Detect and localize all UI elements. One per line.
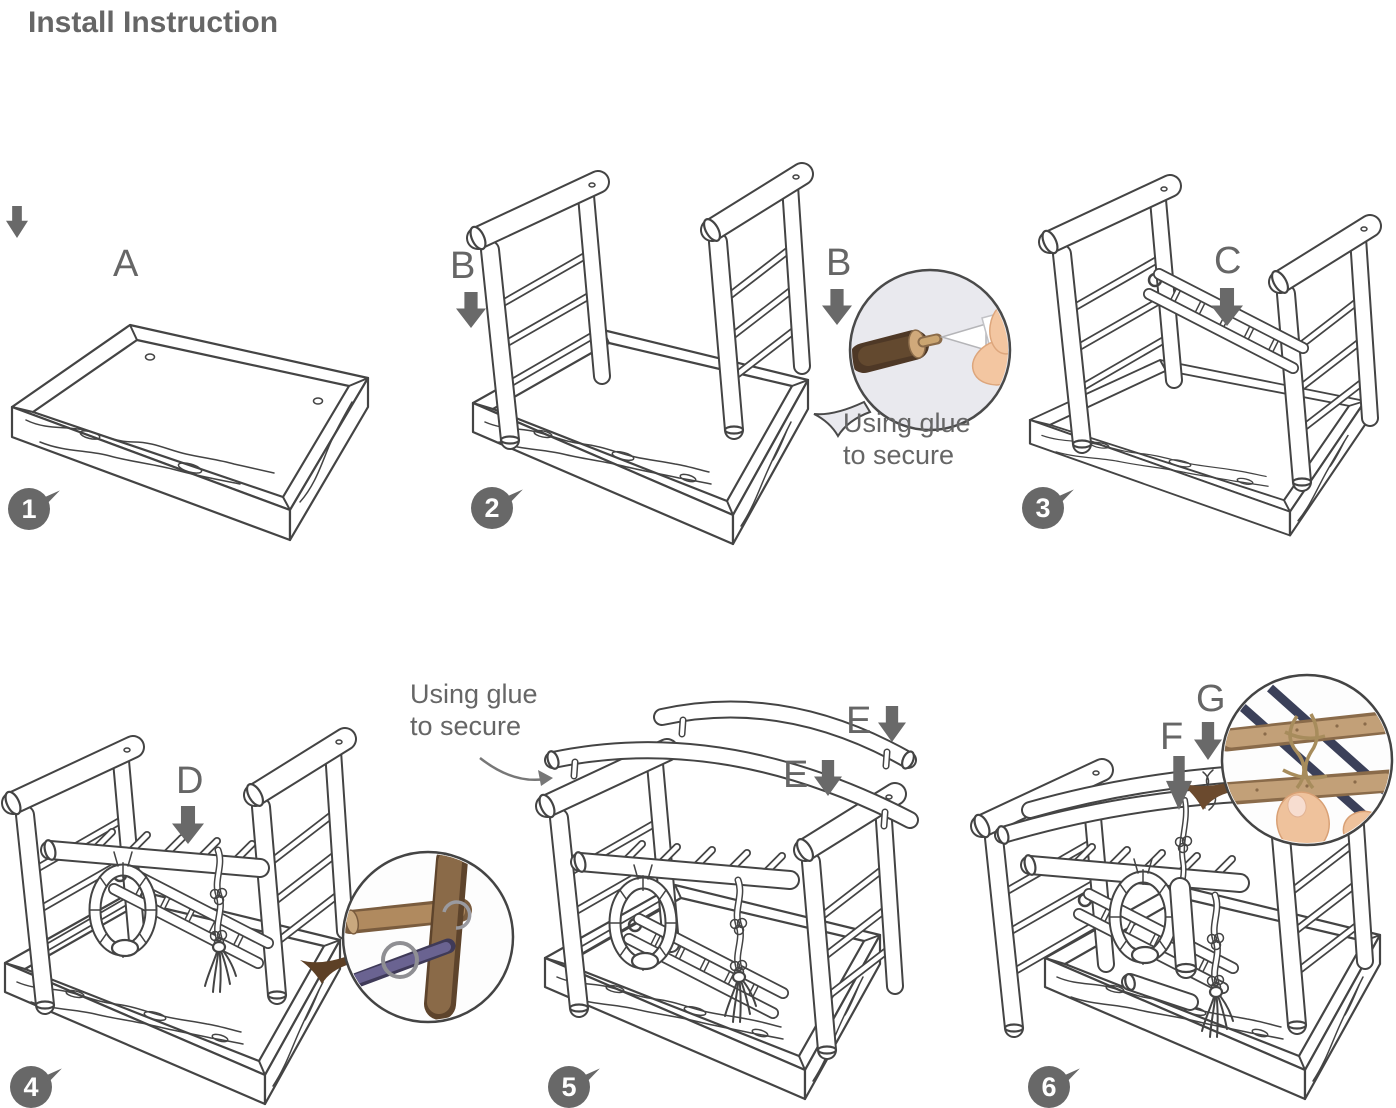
glue-bottle-detail-inset	[813, 268, 1012, 438]
perch-bar-e-lower	[544, 741, 919, 830]
curved-arrow-icon	[479, 757, 553, 786]
step-3-diagram	[1020, 150, 1396, 537]
step-badge-5: 5	[548, 1066, 590, 1108]
part-label-d: D	[176, 760, 204, 802]
rope-tie-detail-inset	[1179, 673, 1394, 847]
glue-note-step5: Using glue to secure	[410, 679, 538, 741]
part-label-g: G	[1196, 678, 1226, 720]
part-label-a: A	[113, 243, 139, 285]
part-label-b-left: B	[450, 245, 476, 287]
part-label-f: F	[1160, 716, 1184, 758]
step-4-diagram	[0, 660, 515, 1106]
glue-note-step2: Using glue to secure	[843, 408, 971, 470]
metal-hook-detail-inset	[300, 850, 515, 1024]
part-label-b-right: B	[826, 242, 852, 284]
step-5-diagram	[479, 700, 919, 1101]
part-label-e-upper: E	[846, 700, 872, 742]
step-6-diagram	[935, 673, 1394, 1101]
part-label-c: C	[1214, 240, 1242, 282]
step-badge-3: 3	[1022, 487, 1064, 529]
step-badge-2: 2	[471, 487, 513, 529]
step-badge-4: 4	[10, 1066, 52, 1108]
perch-bar-e-upper	[653, 700, 917, 770]
part-label-e-lower: E	[783, 754, 809, 796]
step-2-diagram	[440, 150, 1012, 546]
step-badge-6: 6	[1028, 1066, 1070, 1108]
step-badge-1: 1	[8, 488, 50, 530]
page-title: Install Instruction	[28, 6, 279, 39]
hanging-swing-perch	[1121, 769, 1217, 1011]
step-1-diagram	[10, 323, 370, 542]
